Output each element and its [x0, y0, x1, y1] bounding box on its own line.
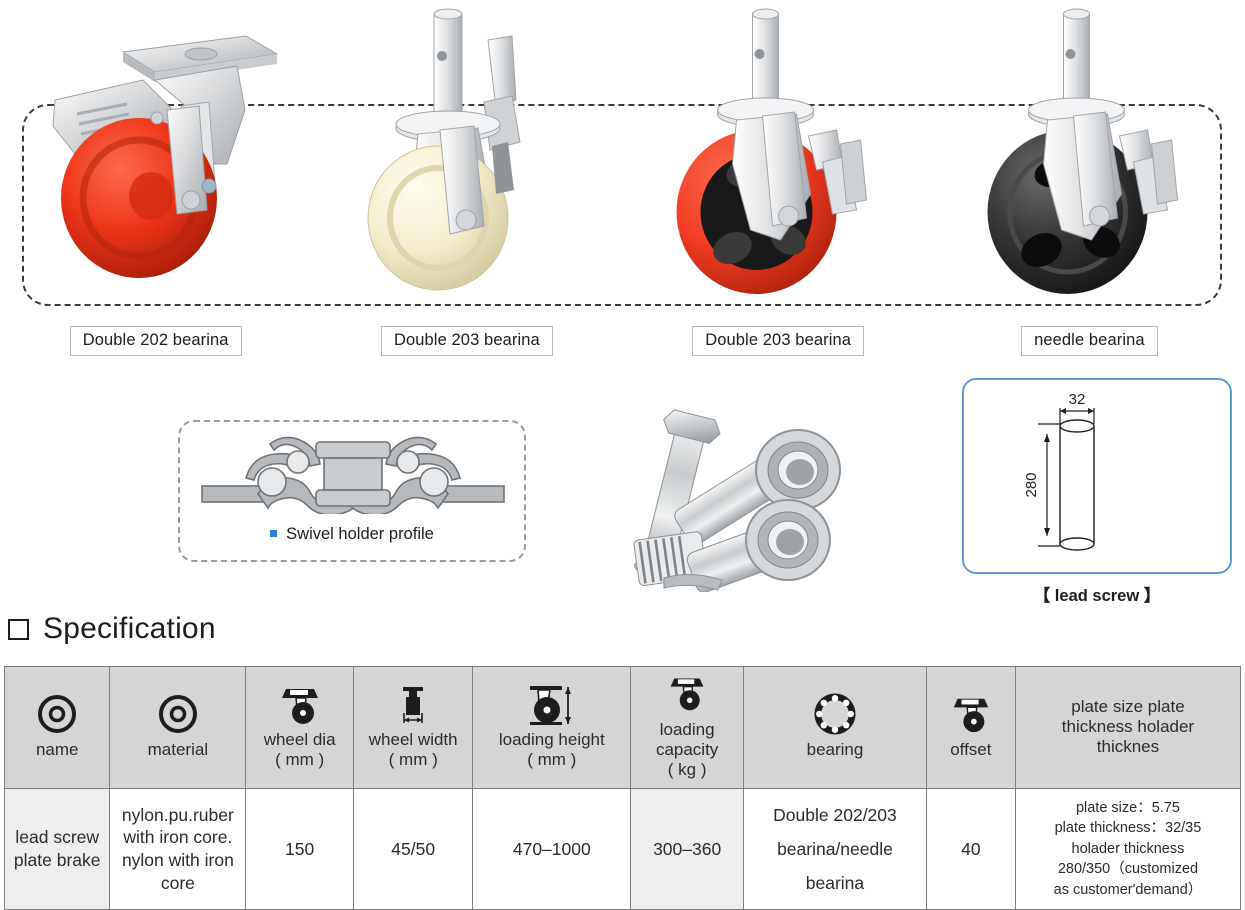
col-header-loading-height: loading height( mm ) — [472, 665, 632, 790]
col-header-bearing: bearing — [743, 665, 927, 790]
swivel-holder-caption-text: Swivel holder profile — [286, 525, 434, 543]
cell-loading-height: 470–1000 — [472, 788, 632, 910]
caster-label-cell-1: Double 202 bearina — [0, 326, 311, 356]
blue-square-bullet-icon — [270, 530, 278, 537]
cell-name-l1: lead screw — [15, 827, 100, 848]
cell-loading-capacity: 300–360 — [630, 788, 745, 910]
cell-offset: 40 — [925, 788, 1016, 910]
caster-label-2: Double 203 bearina — [380, 326, 553, 356]
axle-bolt-and-bearings-photo — [633, 409, 841, 592]
col-header-offset: offset — [925, 665, 1016, 790]
product-gallery: Double 202 bearina Double 203 bearina Do… — [0, 0, 1245, 370]
col-header-name-label: name — [35, 740, 79, 760]
cell-bearing-l3: bearina — [805, 873, 865, 894]
cell-bearing: Double 202/203 bearina/needle bearina — [743, 788, 927, 910]
cell-wheel-dia: 150 — [245, 788, 354, 910]
cell-bearing-l2: bearina/needle — [777, 839, 893, 860]
caster-label-1: Double 202 bearina — [69, 326, 242, 356]
table-row: lead screw plate brake nylon.pu.ruber wi… — [3, 788, 1242, 910]
caster-kg-icon — [633, 673, 741, 717]
cell-plate-info-l2: plate thickness：32/35 — [1054, 820, 1202, 837]
cell-material-l3: nylon with iron — [121, 850, 234, 871]
cell-bearing-l1: Double 202/203 — [773, 804, 897, 825]
col-header-wheel-dia-label: wheel dia( mm ) — [263, 730, 336, 770]
table-header-row: name material — [3, 665, 1242, 790]
cell-name-l2: plate brake — [13, 850, 101, 871]
wheel-circle-icon — [7, 693, 107, 737]
caster-black-scaffold-icon — [987, 8, 1179, 294]
wheel-circle-icon — [112, 693, 243, 737]
cell-plate-info: plate size：5.75 plate thickness：32/35 ho… — [1014, 788, 1242, 910]
cell-plate-info-l1: plate size：5.75 — [1075, 799, 1180, 816]
caster-label-cell-4: needle bearina — [934, 326, 1245, 356]
caster-red-plate-icon — [52, 35, 279, 278]
caster-label-3: Double 203 bearina — [692, 326, 865, 356]
cell-material-l4: core — [160, 872, 195, 893]
cell-plate-info-l3: holader thickness — [1071, 840, 1185, 857]
cell-plate-info-l5: as customer'demand） — [1053, 882, 1203, 898]
col-header-bearing-label: bearing — [806, 740, 864, 760]
caster-item-1[interactable] — [0, 0, 311, 318]
gallery-dashed-frame — [22, 104, 1222, 306]
caster-red-scaffold-icon — [676, 8, 868, 294]
caster-label-row: Double 202 bearina Double 203 bearina Do… — [0, 326, 1245, 356]
cell-material-l2: with iron core. — [123, 827, 233, 848]
caster-image-row — [0, 0, 1245, 318]
lead-screw-panel: 32 280 — [962, 378, 1232, 574]
col-header-material: material — [109, 665, 247, 790]
empty-square-bullet-icon — [8, 618, 29, 640]
lead-screw-tube-icon: 32 280 — [1023, 391, 1095, 551]
col-header-offset-label: offset — [950, 740, 992, 760]
col-header-name: name — [3, 665, 111, 790]
caster-label-cell-3: Double 203 bearina — [623, 326, 934, 356]
cell-material-l1: nylon.pu.ruber — [121, 804, 234, 825]
cell-name: lead screw plate brake — [3, 788, 111, 910]
specification-title: Specification — [43, 612, 216, 645]
caster-item-3[interactable] — [623, 0, 934, 318]
caster-item-2[interactable] — [311, 0, 622, 318]
detail-band: Swivel holder profile — [0, 370, 1245, 620]
cell-wheel-width: 45/50 — [352, 788, 474, 910]
swivel-holder-profile-panel: Swivel holder profile — [178, 420, 526, 562]
caster-label-4: needle bearina — [1021, 326, 1158, 356]
swivel-holder-caption: Swivel holder profile — [180, 525, 524, 544]
col-header-wheel-width-label: wheel width( mm ) — [368, 730, 458, 770]
swivel-holder-profile-icon — [201, 436, 505, 514]
cell-plate-info-l4: 280/350（customized — [1057, 861, 1199, 878]
col-header-wheel-dia: wheel dia( mm ) — [245, 665, 354, 790]
specification-heading: Specification — [8, 612, 216, 646]
specification-table: name material — [3, 665, 1242, 910]
caster-kg-icon — [929, 693, 1013, 737]
col-header-material-label: material — [147, 740, 209, 760]
lead-screw-caption: 【 lead screw 】 — [1033, 587, 1161, 605]
wheel-width-icon — [356, 683, 471, 727]
caster-item-4[interactable] — [934, 0, 1245, 318]
col-header-wheel-width: wheel width( mm ) — [352, 665, 474, 790]
caster-label-cell-2: Double 203 bearina — [311, 326, 622, 356]
caster-nylon-scaffold-icon — [367, 8, 521, 291]
loading-height-icon — [475, 683, 628, 727]
lead-screw-diameter-text: 32 — [1069, 391, 1086, 408]
lead-screw-length-text: 280 — [1023, 472, 1040, 497]
cell-material: nylon.pu.ruber with iron core. nylon wit… — [109, 788, 247, 910]
ball-bearing-icon — [746, 693, 924, 737]
caster-kg-icon — [248, 683, 351, 727]
col-header-loading-height-label: loading height( mm ) — [498, 730, 605, 770]
